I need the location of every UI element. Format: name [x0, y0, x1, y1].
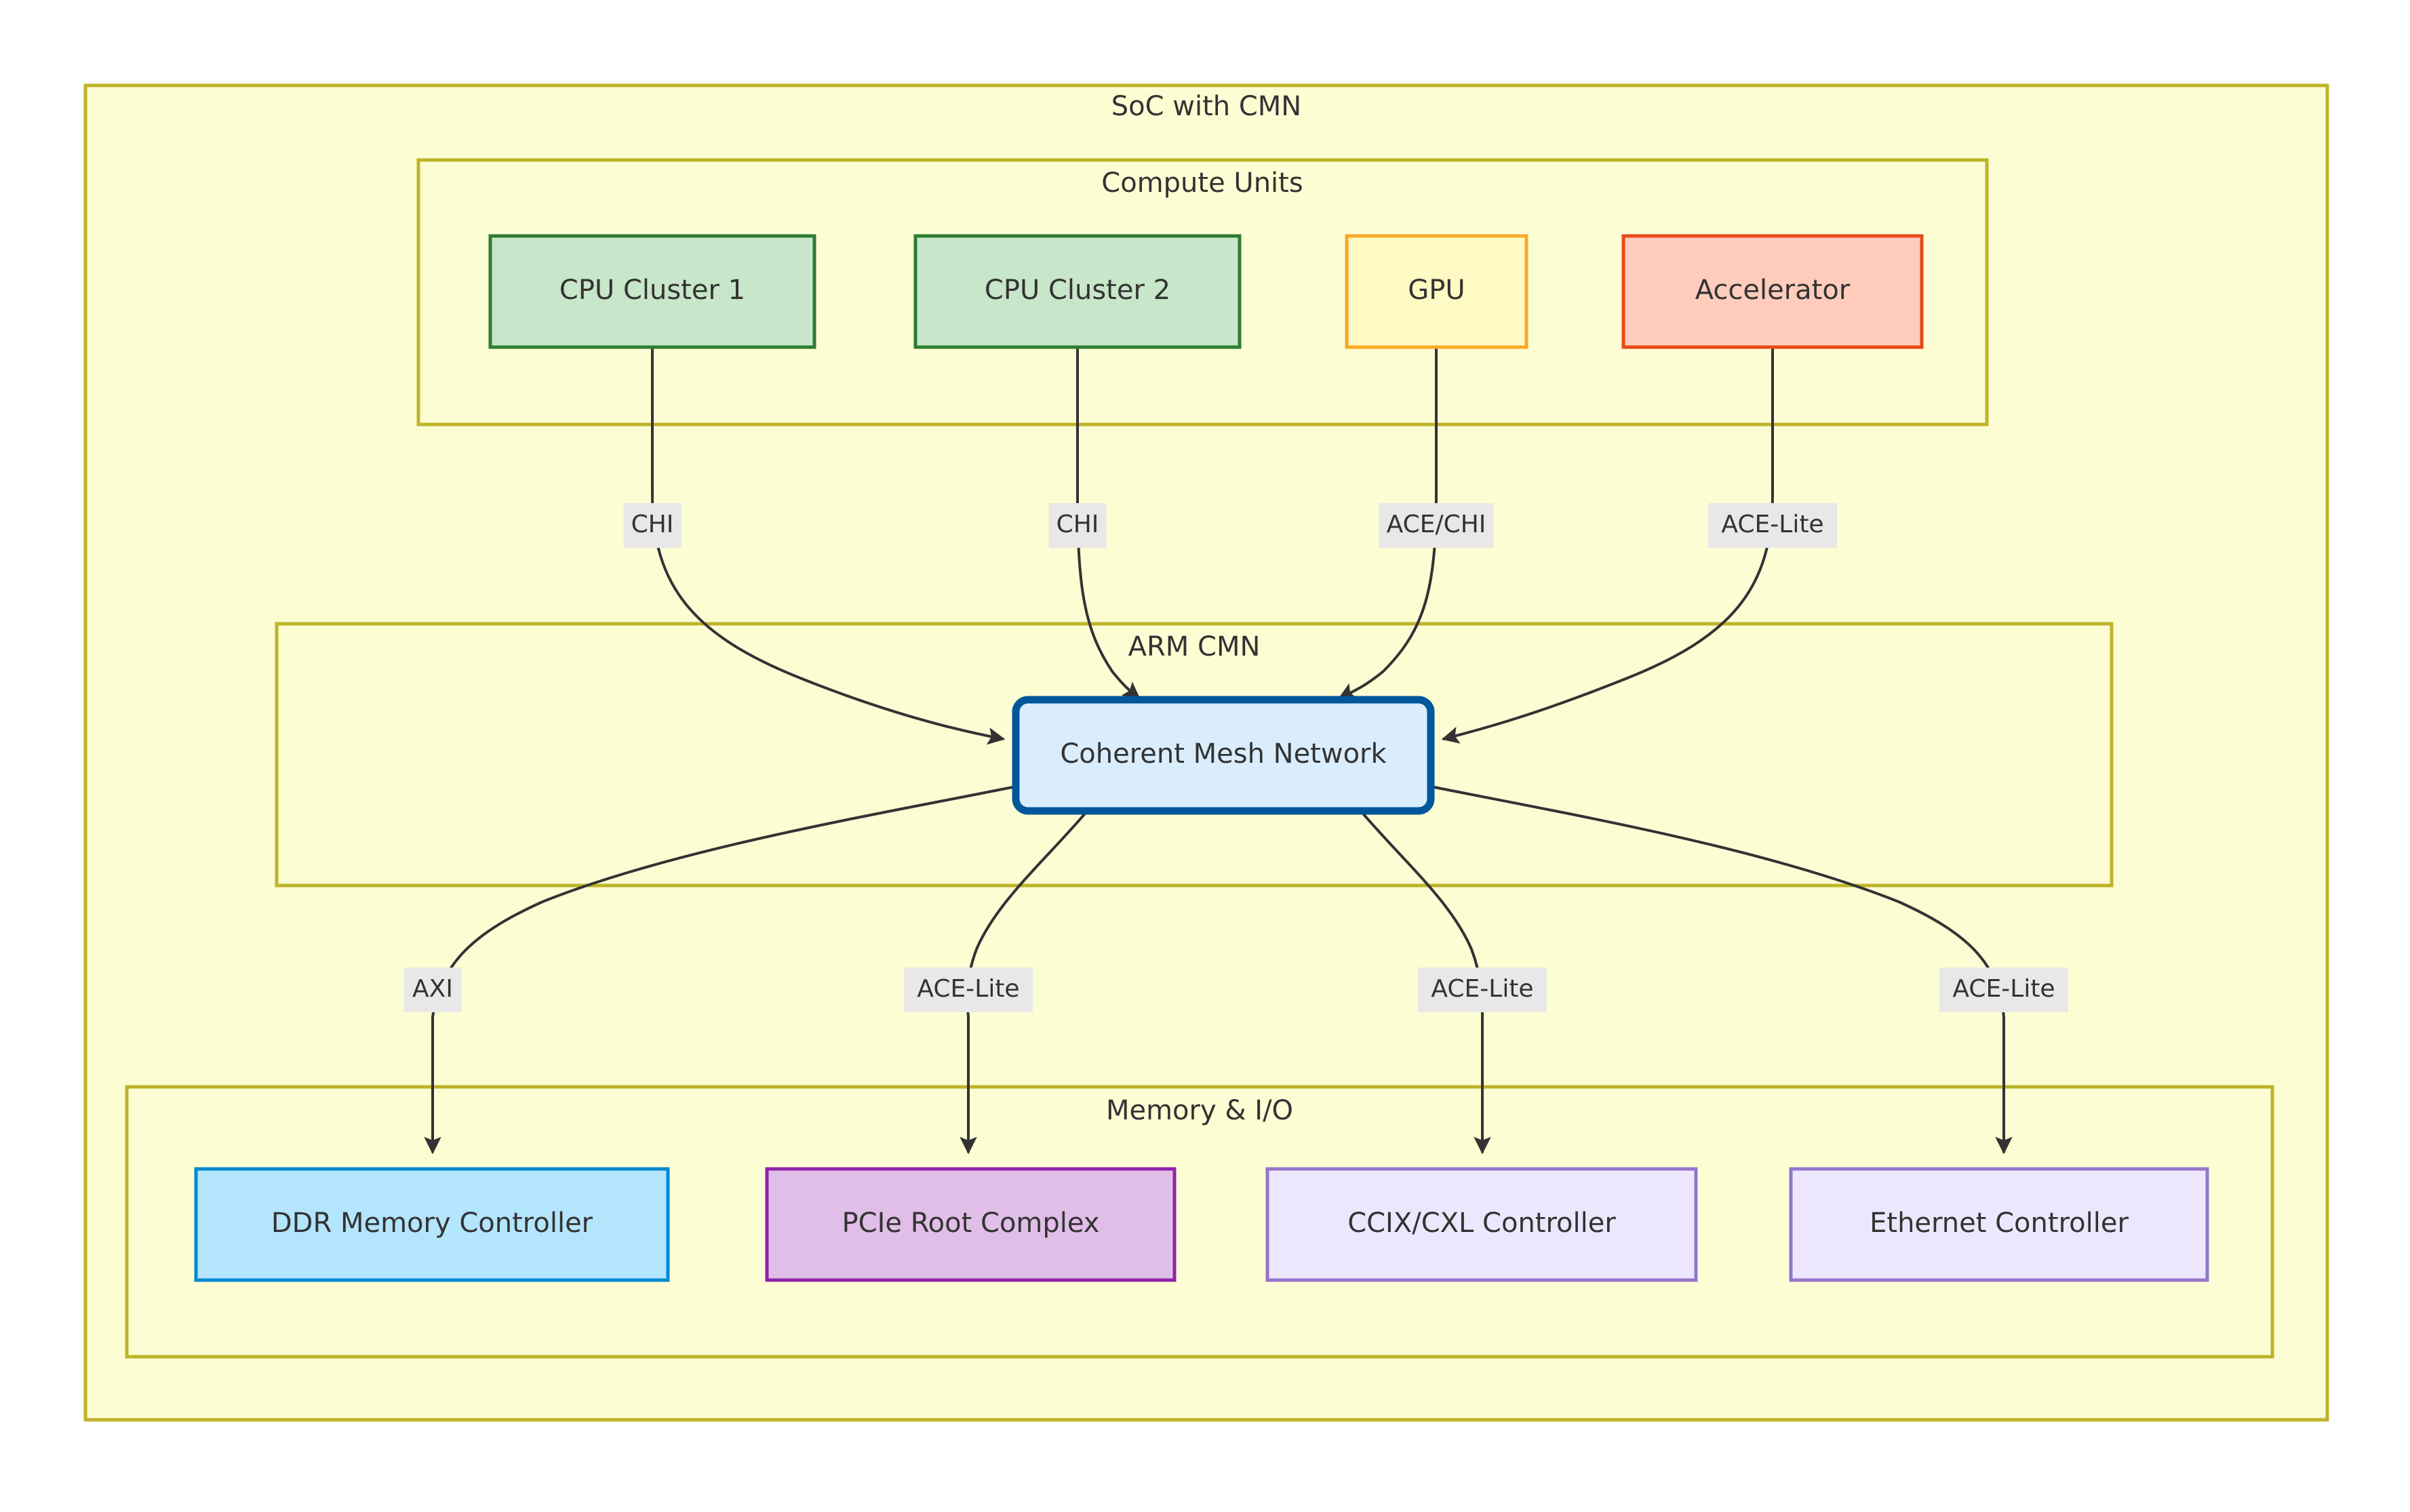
- node-box-pcie[interactable]: [765, 1167, 1177, 1282]
- node-label-gpu: GPU: [1408, 275, 1465, 306]
- node-label-accel: Accelerator: [1695, 275, 1851, 306]
- node-label-eth: Ethernet Controller: [1870, 1208, 2129, 1239]
- node-gpu[interactable]: GPU: [1345, 234, 1528, 349]
- edge-label-bg-e6: [904, 968, 1033, 1012]
- edge-label-bg-e1: [623, 503, 681, 548]
- node-box-cpu2[interactable]: [913, 234, 1242, 349]
- edge-label-text-e6: ACE-Lite: [917, 975, 1019, 1003]
- edge-label-bg-e4: [1708, 503, 1837, 548]
- edge-label-e2: CHI: [1048, 503, 1107, 548]
- node-mesh[interactable]: Coherent Mesh Network: [1012, 696, 1435, 815]
- node-eth[interactable]: Ethernet Controller: [1789, 1167, 2209, 1282]
- edge-label-text-e4: ACE-Lite: [1721, 511, 1823, 538]
- node-group: CPU Cluster 1 CPU Cluster 2 GPU Accelerator…: [194, 234, 2209, 1282]
- node-label-ccix: CCIX/CXL Controller: [1347, 1208, 1616, 1239]
- edge-label-text-e7: ACE-Lite: [1431, 975, 1533, 1003]
- edge-mesh-to-eth: [1430, 785, 2013, 1155]
- edge-label-e7: ACE-Lite: [1418, 968, 1547, 1012]
- node-label-cpu1: CPU Cluster 1: [559, 275, 745, 306]
- node-box-ccix[interactable]: [1265, 1167, 1698, 1282]
- cluster-title-soc: SoC with CMN: [1111, 91, 1301, 122]
- edge-label-text-e2: CHI: [1056, 511, 1099, 538]
- edge-accel-to-mesh: [1441, 347, 1774, 744]
- edge-label-bg-e5: [403, 968, 462, 1012]
- cluster-title-compute: Compute Units: [1101, 167, 1303, 199]
- node-label-cpu2: CPU Cluster 2: [985, 275, 1170, 306]
- edge-label-text-e5: AXI: [412, 975, 453, 1003]
- node-label-ddr: DDR Memory Controller: [271, 1208, 593, 1239]
- cluster-title-cmn: ARM CMN: [1128, 631, 1261, 662]
- edge-label-e3: ACE/CHI: [1379, 503, 1494, 548]
- edge-label-e8: ACE-Lite: [1939, 968, 2068, 1012]
- edge-label-text-e8: ACE-Lite: [1952, 975, 2055, 1003]
- node-accel[interactable]: Accelerator: [1621, 234, 1924, 349]
- node-pcie[interactable]: PCIe Root Complex: [765, 1167, 1177, 1282]
- edge-mesh-to-ddr: [424, 785, 1016, 1155]
- node-ccix[interactable]: CCIX/CXL Controller: [1265, 1167, 1698, 1282]
- edge-label-e1: CHI: [623, 503, 681, 548]
- node-cpu1[interactable]: CPU Cluster 1: [488, 234, 816, 349]
- node-box-cpu1[interactable]: [488, 234, 816, 349]
- node-cpu2[interactable]: CPU Cluster 2: [913, 234, 1242, 349]
- edge-label-e6: ACE-Lite: [904, 968, 1033, 1012]
- edge-label-text-e3: ACE/CHI: [1387, 511, 1486, 538]
- edge-cpu1-to-mesh: [651, 347, 1006, 745]
- node-box-ddr[interactable]: [194, 1167, 670, 1282]
- node-box-accel[interactable]: [1621, 234, 1924, 349]
- node-box-gpu[interactable]: [1345, 234, 1528, 349]
- node-label-pcie: PCIe Root Complex: [842, 1208, 1100, 1239]
- node-box-eth[interactable]: [1789, 1167, 2209, 1282]
- edge-label-e4: ACE-Lite: [1708, 503, 1837, 548]
- edge-label-e5: AXI: [403, 968, 462, 1012]
- cluster-title-memio: Memory & I/O: [1106, 1095, 1293, 1126]
- node-box-mesh[interactable]: [1012, 696, 1435, 815]
- edge-label-bg-e3: [1379, 503, 1494, 548]
- edge-label-bg-e7: [1418, 968, 1547, 1012]
- edge-label-bg-e8: [1939, 968, 2068, 1012]
- edge-label-bg-e2: [1048, 503, 1107, 548]
- edge-label-text-e1: CHI: [631, 511, 674, 538]
- node-label-mesh: Coherent Mesh Network: [1060, 738, 1387, 770]
- node-ddr[interactable]: DDR Memory Controller: [194, 1167, 670, 1282]
